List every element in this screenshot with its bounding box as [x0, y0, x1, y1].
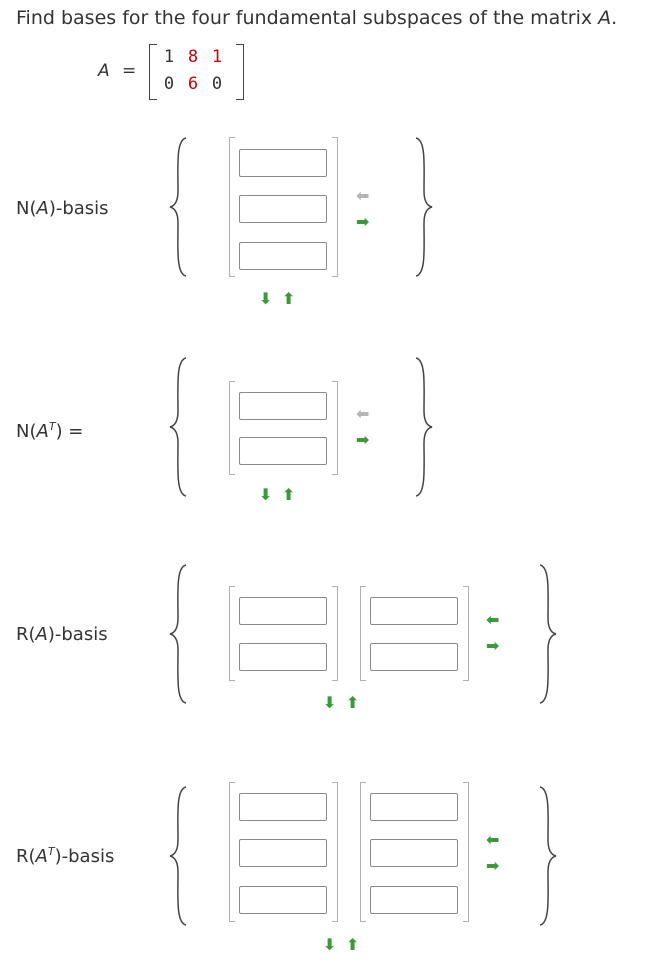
basis-vector: [360, 586, 469, 681]
vector-entry-2[interactable]: [370, 643, 458, 671]
arrow-right-icon[interactable]: ➡: [356, 212, 370, 231]
left-brace: [169, 137, 187, 277]
vector-entry-2[interactable]: [239, 195, 327, 223]
vector-entry-1[interactable]: [239, 392, 327, 420]
label-part: )-basis: [47, 624, 108, 645]
basis-vector: [229, 381, 338, 475]
matrix-cell: 1: [163, 47, 175, 67]
arrow-left-icon[interactable]: ⬅: [486, 830, 500, 849]
basis-vector: [360, 782, 469, 922]
prompt-var: A: [598, 7, 612, 29]
label-part: N(: [16, 421, 37, 442]
arrow-left-icon[interactable]: ⬅: [356, 186, 370, 205]
vector-entry-1[interactable]: [239, 793, 327, 821]
label-sup: T: [47, 845, 55, 858]
label-var: A: [36, 421, 49, 442]
right-brace: [415, 357, 433, 497]
vector-entry-2[interactable]: [239, 643, 327, 671]
arrow-right-icon[interactable]: ➡: [486, 636, 500, 655]
arrow-down-icon[interactable]: ⬇: [259, 485, 273, 504]
row-space-label: R(AT)-basis: [16, 845, 114, 867]
label-part: R(: [16, 624, 36, 645]
arrow-up-icon[interactable]: ⬆: [282, 485, 296, 504]
basis-vector: [229, 586, 338, 681]
left-brace: [169, 564, 187, 704]
label-var: A: [35, 624, 48, 645]
matrix-left-bracket: [149, 44, 157, 100]
right-brace: [539, 786, 557, 926]
matrix-row: 1 8 1: [157, 47, 229, 67]
vector-entry-3[interactable]: [239, 242, 327, 270]
problem-prompt: Find bases for the four fundamental subs…: [16, 7, 617, 29]
left-null-space-label: N(AT) =: [16, 420, 83, 442]
prompt-text: Find bases for the four fundamental subs…: [16, 7, 599, 29]
matrix-row: 0 6 0: [157, 74, 229, 94]
arrow-up-icon[interactable]: ⬆: [282, 289, 296, 308]
matrix-cell: 8: [187, 47, 199, 67]
arrow-down-icon[interactable]: ⬇: [323, 693, 337, 712]
label-part: N(: [16, 198, 37, 219]
basis-vector: [229, 137, 338, 277]
vector-entry-2[interactable]: [239, 839, 327, 867]
matrix-cell: 0: [163, 74, 175, 94]
left-brace: [169, 786, 187, 926]
matrix-cell: 1: [211, 47, 223, 67]
label-part: )-basis: [48, 198, 109, 219]
arrow-left-icon[interactable]: ⬅: [486, 610, 500, 629]
matrix-right-bracket: [236, 44, 244, 100]
label-var: A: [35, 846, 48, 867]
basis-vector: [229, 782, 338, 922]
prompt-end: .: [611, 7, 618, 29]
vector-entry-1[interactable]: [239, 597, 327, 625]
null-space-label: N(A)-basis: [16, 198, 109, 219]
matrix-body: 1 8 1 0 6 0: [157, 47, 229, 94]
arrow-right-icon[interactable]: ➡: [356, 430, 370, 449]
arrow-up-icon[interactable]: ⬆: [346, 693, 360, 712]
arrow-down-icon[interactable]: ⬇: [259, 289, 273, 308]
arrow-right-icon[interactable]: ➡: [486, 856, 500, 875]
label-part: )-basis: [54, 846, 115, 867]
arrow-down-icon[interactable]: ⬇: [323, 935, 337, 954]
label-sup: T: [48, 420, 56, 433]
vector-entry-2[interactable]: [370, 839, 458, 867]
vector-entry-2[interactable]: [239, 437, 327, 465]
matrix-cell: 6: [187, 74, 199, 94]
vector-entry-3[interactable]: [370, 886, 458, 914]
vector-entry-1[interactable]: [370, 597, 458, 625]
vector-entry-1[interactable]: [370, 793, 458, 821]
label-part: R(: [16, 846, 36, 867]
matrix-cell: 0: [211, 74, 223, 94]
right-brace: [415, 137, 433, 277]
vector-entry-3[interactable]: [239, 886, 327, 914]
column-space-label: R(A)-basis: [16, 624, 108, 645]
left-brace: [169, 357, 187, 497]
right-brace: [539, 564, 557, 704]
label-part: ) =: [55, 421, 84, 442]
arrow-up-icon[interactable]: ⬆: [346, 935, 360, 954]
label-var: A: [36, 198, 49, 219]
arrow-left-icon[interactable]: ⬅: [356, 404, 370, 423]
matrix-equals: =: [122, 61, 137, 81]
vector-entry-1[interactable]: [239, 149, 327, 177]
matrix-label: A: [98, 61, 110, 81]
